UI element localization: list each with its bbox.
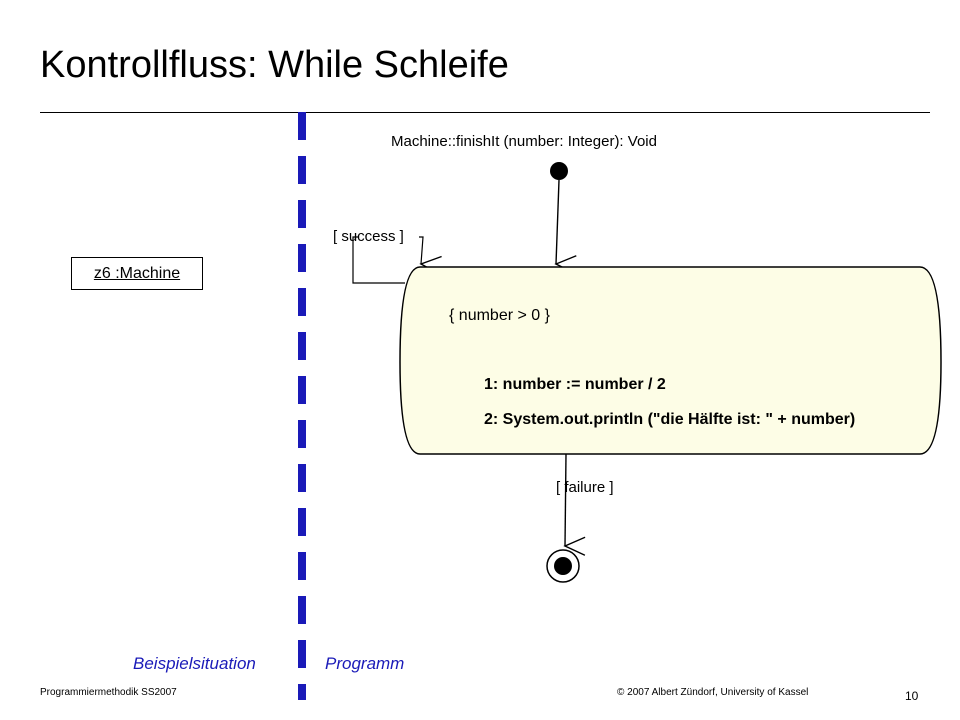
statement-1: 1: number := number / 2 <box>484 376 666 393</box>
loop-edge <box>352 236 442 284</box>
loop-condition: { number > 0 } <box>449 307 551 324</box>
section-divider <box>298 112 306 700</box>
start-edge <box>554 179 577 275</box>
title-rule <box>40 112 930 113</box>
exit-edge <box>563 453 586 556</box>
final-node-dot <box>554 557 572 575</box>
page-number: 10 <box>905 689 919 703</box>
object-box: z6 :Machine <box>71 257 203 290</box>
exit-guard-label: [ failure ] <box>556 479 614 496</box>
slide-title: Kontrollfluss: While Schleife <box>40 44 509 86</box>
footer-copyright: © 2007 Albert Zündorf, University of Kas… <box>617 687 809 698</box>
section-label-example: Beispielsituation <box>133 654 256 673</box>
activity-node <box>399 266 942 455</box>
statement-2: 2: System.out.println ("die Hälfte ist: … <box>484 411 855 428</box>
method-signature: Machine::finishIt (number: Integer): Voi… <box>391 133 657 150</box>
section-label-program: Programm <box>325 654 405 673</box>
loop-guard-label: [ success ] <box>333 228 404 245</box>
footer-course: Programmiermethodik SS2007 <box>40 687 177 698</box>
object-label: z6 :Machine <box>93 264 181 282</box>
initial-node <box>550 162 568 180</box>
